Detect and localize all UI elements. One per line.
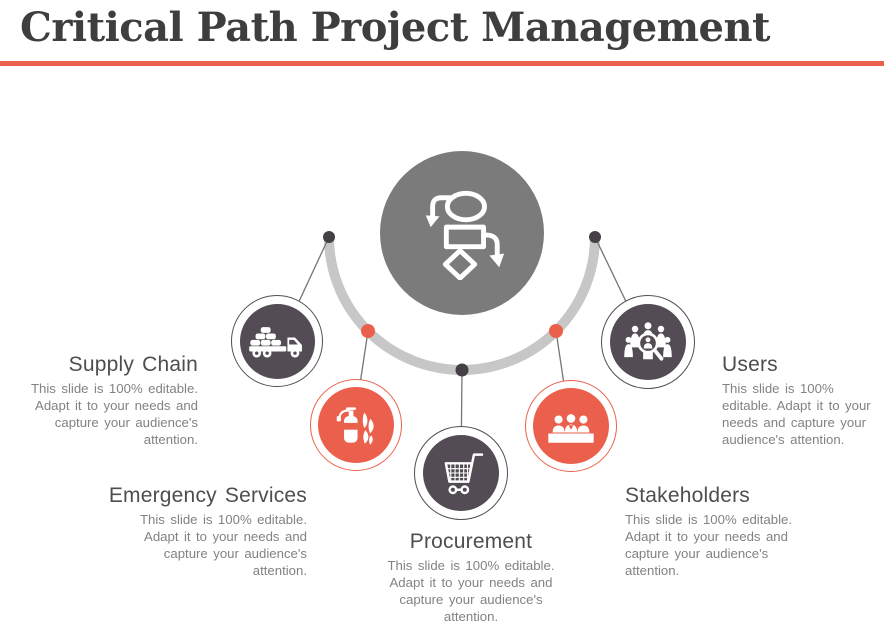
node-stakeholders bbox=[525, 380, 617, 472]
node-circle-users bbox=[610, 304, 686, 380]
hub-circle bbox=[380, 151, 544, 315]
node-label-emergency-services: Emergency Services bbox=[108, 484, 307, 507]
title-divider bbox=[0, 61, 884, 66]
node-text-supply-chain: Supply Chain This slide is 100% editable… bbox=[28, 352, 198, 448]
node-text-emergency-services: Emergency Services This slide is 100% ed… bbox=[107, 483, 307, 579]
node-description-procurement: This slide is 100% editable. Adapt it to… bbox=[387, 558, 555, 624]
page-title: Critical Path Project Management bbox=[20, 4, 771, 51]
audience-panel-icon bbox=[548, 414, 594, 443]
node-emergency-services bbox=[310, 379, 402, 471]
node-dot-stakeholders bbox=[549, 324, 563, 338]
flowchart-icon bbox=[425, 190, 505, 280]
fire-extinguisher-icon bbox=[336, 407, 374, 445]
user-search-icon bbox=[624, 322, 672, 361]
cargo-truck-icon bbox=[249, 327, 302, 358]
node-dot-users bbox=[589, 231, 601, 243]
node-dot-emergency-services bbox=[361, 324, 375, 338]
node-circle-emergency-services bbox=[318, 387, 394, 463]
node-procurement bbox=[414, 426, 508, 520]
node-users bbox=[601, 295, 695, 389]
node-text-procurement: Procurement This slide is 100% editable.… bbox=[371, 529, 571, 625]
node-text-stakeholders: Stakeholders This slide is 100% editable… bbox=[625, 483, 795, 579]
node-description-stakeholders: This slide is 100% editable. Adapt it to… bbox=[625, 512, 793, 578]
node-circle-supply-chain bbox=[239, 303, 315, 379]
node-description-supply-chain: This slide is 100% editable. Adapt it to… bbox=[30, 381, 198, 447]
node-dot-procurement bbox=[455, 363, 469, 377]
node-dot-supply-chain bbox=[323, 231, 335, 243]
shopping-cart-icon bbox=[444, 453, 484, 495]
node-text-users: Users This slide is 100% editable. Adapt… bbox=[722, 352, 882, 448]
node-circle-procurement bbox=[423, 435, 499, 511]
node-label-procurement: Procurement bbox=[409, 530, 533, 553]
node-circle-stakeholders bbox=[533, 388, 609, 464]
node-description-emergency-services: This slide is 100% editable. Adapt it to… bbox=[139, 512, 307, 578]
node-description-users: This slide is 100% editable. Adapt it to… bbox=[722, 381, 871, 447]
node-label-users: Users bbox=[722, 353, 778, 376]
node-label-stakeholders: Stakeholders bbox=[625, 484, 750, 507]
node-supply-chain bbox=[231, 295, 323, 387]
node-label-supply-chain: Supply Chain bbox=[68, 353, 198, 376]
